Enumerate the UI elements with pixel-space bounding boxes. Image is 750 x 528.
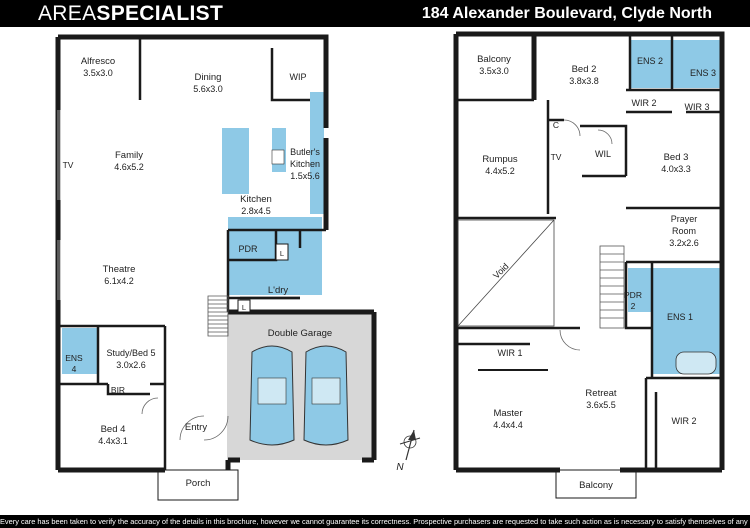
property-address: 184 Alexander Boulevard, Clyde North [421, 5, 712, 22]
first-doors [559, 119, 613, 351]
room-name-bed2: Bed 2 [572, 64, 597, 75]
brand-light: AREA [38, 2, 97, 25]
bathtub-icon [675, 351, 717, 375]
room-name-ens1: ENS 1 [667, 312, 693, 322]
room-name-master: Master [493, 408, 522, 419]
room-name-pdr2-2: 2 [631, 301, 636, 311]
room-dims-theatre: 6.1x4.2 [104, 276, 134, 286]
room-dims-kitchen: 2.8x4.5 [241, 206, 271, 216]
room-dims-retreat: 3.6x5.5 [586, 400, 616, 410]
room-dims-bed4: 4.4x3.1 [98, 436, 128, 446]
floor-plan-drawing: Alfresco 3.5x3.0 Dining 5.6x3.0 WIP Fami… [55, 31, 725, 501]
room-name-kitchen: Kitchen [240, 194, 272, 205]
first-floor: Balcony 3.5x3.0 Bed 2 3.8x3.8 ENS 2 ENS … [453, 31, 725, 499]
north-compass-icon: N [396, 429, 421, 473]
footer-disclaimer: Every care has been taken to verify the … [0, 515, 750, 528]
ground-doors [141, 397, 229, 441]
first-inner-walls [456, 34, 722, 470]
room-name-entry: Entry [185, 422, 207, 433]
header-bar: AREASPECIALIST 184 Alexander Boulevard, … [0, 0, 750, 27]
linen-label-2: L [242, 303, 246, 312]
room-name-pdr2: PDR [624, 290, 642, 300]
balcony-outline [555, 469, 637, 499]
room-dims-master: 4.4x4.4 [493, 420, 523, 430]
room-dims-family: 4.6x5.2 [114, 162, 144, 172]
room-name-prayer: Prayer [671, 214, 698, 224]
room-name-wir2-bottom: WIR 2 [671, 416, 696, 426]
floor-plan: Alfresco 3.5x3.0 Dining 5.6x3.0 WIP Fami… [0, 27, 750, 515]
wet-area-pdr2 [628, 268, 652, 312]
room-dims-balcony-top: 3.5x3.0 [479, 66, 509, 76]
room-name-wil: WIL [595, 149, 611, 159]
room-name-bir: BIR [111, 385, 125, 395]
compass-label: N [396, 462, 404, 473]
tv-label-ground: TV [63, 160, 74, 170]
room-name-balcony-bottom: Balcony [579, 480, 613, 491]
tv-label-first: TV [551, 152, 562, 162]
room-name-ens4-2: 4 [72, 364, 77, 374]
room-name-balcony-top: Balcony [477, 54, 511, 65]
porch-outline [157, 469, 239, 501]
cupboard-label: C [553, 120, 559, 130]
room-name-ens3: ENS 3 [690, 68, 716, 78]
room-name-dining: Dining [195, 72, 222, 83]
room-name-garage: Double Garage [268, 328, 332, 339]
ground-windows [57, 110, 61, 300]
room-name-family: Family [115, 150, 143, 161]
room-name-study: Study/Bed 5 [106, 348, 155, 358]
room-dims-prayer: 3.2x2.6 [669, 238, 699, 248]
room-name-porch: Porch [186, 478, 211, 489]
room-name-ens4: ENS [65, 353, 83, 363]
room-dims-alfresco: 3.5x3.0 [83, 68, 113, 78]
room-name-wir3: WIR 3 [684, 102, 709, 112]
brand-bold: SPECIALIST [96, 2, 224, 25]
ground-stairs [207, 295, 229, 337]
ground-floor: Alfresco 3.5x3.0 Dining 5.6x3.0 WIP Fami… [55, 34, 377, 501]
brand-logo: AREASPECIALIST [38, 2, 223, 25]
wet-area-ens2-ens3 [630, 40, 720, 88]
room-name-bed3: Bed 3 [664, 152, 689, 163]
linen-label-1: L [280, 249, 284, 258]
car-left-icon [249, 345, 295, 446]
room-name-pdr: PDR [238, 244, 258, 254]
room-name-bed4: Bed 4 [101, 424, 126, 435]
linen-box-1 [275, 243, 289, 261]
room-dims-bed3: 4.0x3.3 [661, 164, 691, 174]
room-name-theatre: Theatre [103, 264, 136, 275]
room-name-void: Void [491, 261, 510, 280]
wet-area-ens4 [62, 328, 98, 374]
linen-box-2 [237, 299, 251, 313]
room-name-alfresco: Alfresco [81, 56, 115, 67]
room-name-butlers-2: Kitchen [290, 159, 320, 169]
room-name-ens2: ENS 2 [637, 56, 663, 66]
room-name-wir2-top: WIR 2 [631, 98, 656, 108]
cooktop [271, 149, 285, 165]
room-dims-butlers: 1.5x5.6 [290, 171, 320, 181]
kitchen-island [222, 128, 249, 194]
room-name-prayer-2: Room [672, 226, 696, 236]
first-stairs [599, 245, 625, 329]
room-name-rumpus: Rumpus [482, 154, 518, 165]
room-name-wip: WIP [290, 72, 307, 82]
void-area [457, 219, 555, 327]
room-name-laundry: L'dry [268, 285, 289, 296]
room-dims-dining: 5.6x3.0 [193, 84, 223, 94]
wet-area-butlers [310, 92, 324, 214]
car-right-icon [303, 345, 349, 446]
room-dims-rumpus: 4.4x5.2 [485, 166, 515, 176]
room-name-butlers: Butler's [290, 147, 320, 157]
room-name-wir1: WIR 1 [497, 348, 522, 358]
room-dims-study: 3.0x2.6 [116, 360, 146, 370]
room-name-retreat: Retreat [585, 388, 617, 399]
first-outer-walls [453, 31, 725, 473]
room-dims-bed2: 3.8x3.8 [569, 76, 599, 86]
